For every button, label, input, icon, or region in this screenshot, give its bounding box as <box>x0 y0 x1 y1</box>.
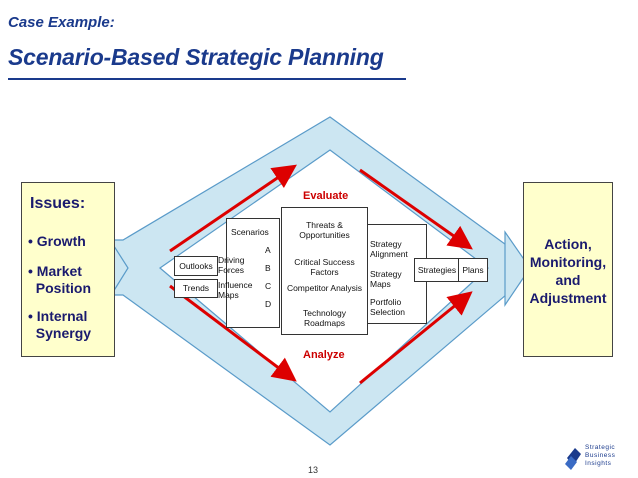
trends-box: Trends <box>174 279 218 298</box>
evaluate-arrow-right <box>359 168 473 250</box>
company-logo: Strategic Business Insights <box>563 440 633 476</box>
strategy-maps: Strategy Maps <box>370 269 402 289</box>
issues-title: Issues: <box>30 195 86 212</box>
driving-forces: Driving Forces <box>218 255 245 275</box>
analysis-card: Threats & Opportunities Critical Success… <box>281 207 368 335</box>
kicker: Case Example: <box>8 14 115 31</box>
analyze-arrow-left <box>169 284 297 382</box>
analyze-arrow-right <box>359 291 473 385</box>
evaluate-arrow-left <box>169 164 297 253</box>
evaluate-label: Evaluate <box>303 190 349 202</box>
strategies-box: Strategies <box>414 258 460 282</box>
page-title: Scenario-Based Strategic Planning <box>8 44 384 70</box>
logo-icon <box>565 448 581 470</box>
issues-box: Issues: • Growth • Market Position • Int… <box>21 182 115 357</box>
action-box: Action, Monitoring, and Adjustment <box>523 182 613 357</box>
issue-growth: • Growth <box>28 233 86 249</box>
competitor-analysis: Competitor Analysis <box>286 283 363 293</box>
outlooks-box: Outlooks <box>174 256 218 276</box>
page-number: 13 <box>308 465 319 475</box>
portfolio-selection: Portfolio Selection <box>370 297 405 317</box>
critical-success-factors: Critical Success Factors <box>294 257 355 277</box>
scenarios-card: Scenarios A B C D <box>226 218 280 328</box>
logo-line-3: Insights <box>585 460 612 467</box>
action-text: Action, Monitoring, and Adjustment <box>529 236 607 306</box>
scenario-d: D <box>265 299 272 309</box>
influence-maps: Influence Maps <box>218 280 253 300</box>
technology-roadmaps: Technology Roadmaps <box>302 308 346 328</box>
plans-box: Plans <box>458 258 488 282</box>
forces-group: Driving Forces Influence Maps <box>216 250 258 304</box>
scenario-a: A <box>265 245 271 255</box>
title-underline <box>8 78 406 80</box>
strategy-alignment: Strategy Alignment <box>370 239 408 259</box>
scenario-b: B <box>265 263 271 273</box>
scenario-c: C <box>265 281 272 291</box>
logo-line-2: Business <box>585 452 616 459</box>
logo-line-1: Strategic <box>585 444 616 451</box>
threats-opportunities: Threats & Opportunities <box>299 220 350 240</box>
scenarios-title: Scenarios <box>231 227 269 237</box>
issue-internal-synergy: • Internal Synergy <box>28 308 92 341</box>
analyze-label: Analyze <box>303 349 345 361</box>
issue-market-position: • Market Position <box>28 263 91 296</box>
